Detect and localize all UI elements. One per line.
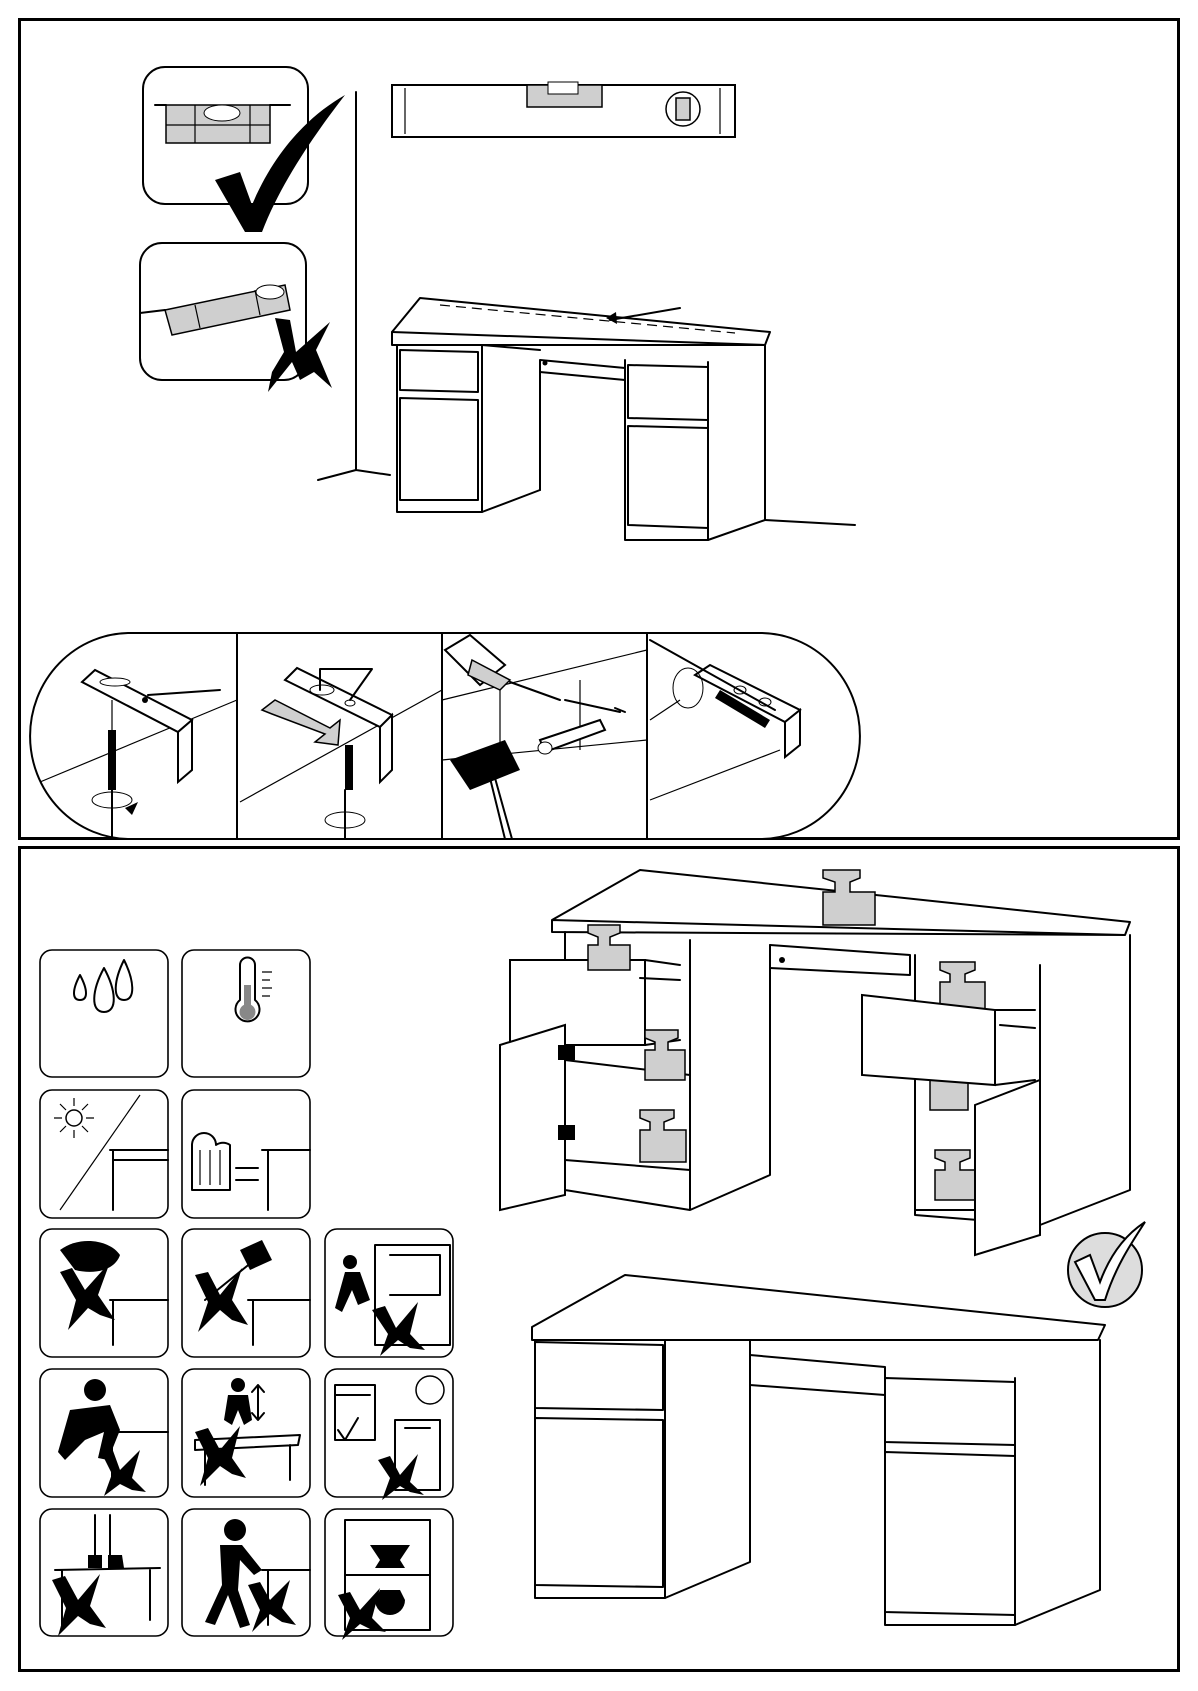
no-sitting-icon [40, 1369, 168, 1497]
temperature-icon [182, 950, 310, 1077]
no-pushing-icon [182, 1509, 310, 1636]
desk-load-diagram [500, 870, 1130, 1255]
open-one-drawer-icon [325, 1369, 453, 1500]
bracket-install-steps [30, 633, 860, 839]
sunlight-icon [40, 1090, 168, 1218]
safety-icons-grid [40, 950, 453, 1640]
no-wet-cloth-icon [40, 1229, 168, 1357]
heater-distance-icon [182, 1090, 310, 1218]
desk-finished [532, 1275, 1105, 1625]
no-standing-icon [40, 1509, 168, 1636]
no-hammer-icon [182, 1229, 310, 1357]
check-mark-icon [1068, 1222, 1145, 1307]
no-climbing-icon [325, 1229, 453, 1357]
desk-against-wall [392, 298, 855, 540]
spirit-level-icon [392, 82, 735, 137]
humidity-icon [40, 950, 168, 1077]
no-heavy-load-icon [325, 1509, 453, 1640]
no-jumping-icon [182, 1369, 310, 1497]
